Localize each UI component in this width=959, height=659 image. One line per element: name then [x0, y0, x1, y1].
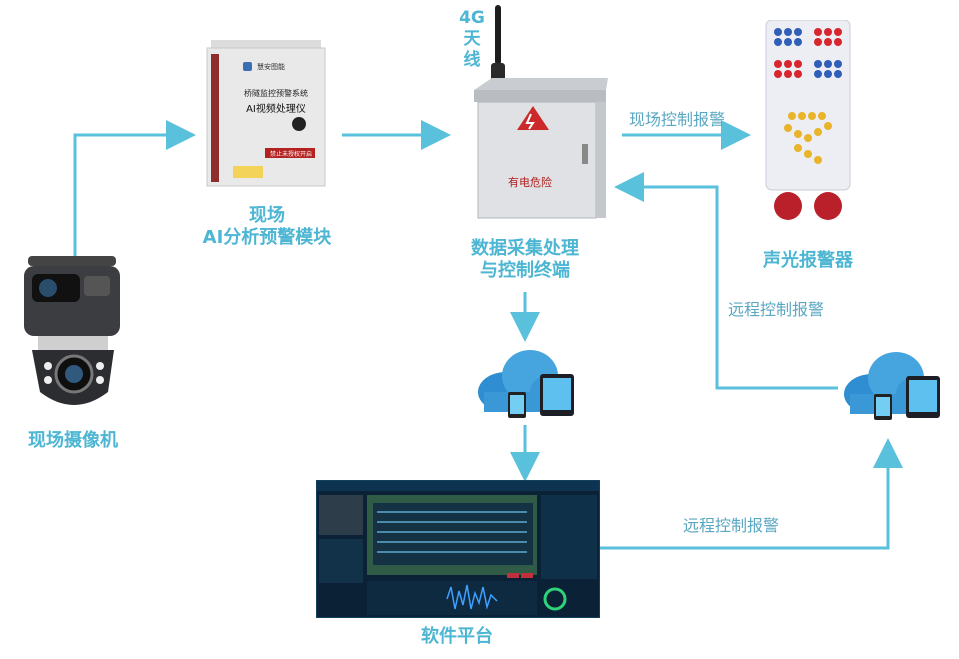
- terminal-cabinet-image: [470, 76, 610, 222]
- ai-device-title: 桥隧监控预警系统: [244, 89, 308, 98]
- camera-image: [18, 252, 130, 420]
- edge-camera-to-ai: [73, 120, 196, 258]
- ai-module-label-line2: AI分析预警模块: [202, 227, 332, 248]
- edge-label-remote-control-2: 远程控制报警: [683, 516, 780, 535]
- ai-device-subtitle: AI视频处理仪: [246, 104, 306, 115]
- ai-device-image: [205, 38, 327, 190]
- terminal-label: 数据采集处理 与控制终端: [450, 238, 600, 282]
- antenna-label-line2: 天: [463, 29, 481, 49]
- antenna-label-line3: 线: [463, 50, 481, 70]
- terminal-warning-text: 有电危险: [508, 176, 552, 189]
- alarm-image: [762, 19, 854, 220]
- antenna-icon: [488, 5, 508, 83]
- cloud-icon-2: [836, 342, 946, 422]
- edge-cloud2-to-terminal: [614, 172, 838, 390]
- antenna-label: 4G 天 线: [452, 8, 492, 71]
- edge-label-onsite-control: 现场控制报警: [629, 110, 726, 129]
- antenna-label-line1: 4G: [459, 8, 485, 28]
- ai-device-badge: 禁止未授权开启: [269, 151, 312, 158]
- ai-device-brand: 慧安图能: [257, 63, 285, 71]
- platform-label: 软件平台: [421, 626, 493, 647]
- edge-label-remote-control-1: 远程控制报警: [728, 300, 825, 319]
- cloud-icon: [470, 340, 580, 420]
- platform-screenshot: [316, 480, 600, 618]
- ai-module-label: 现场 AI分析预警模块: [192, 205, 342, 249]
- alarm-label: 声光报警器: [763, 250, 853, 271]
- camera-label: 现场摄像机: [28, 430, 118, 451]
- terminal-label-line2: 与控制终端: [480, 260, 570, 281]
- edge-platform-to-cloud2: [598, 438, 903, 550]
- ai-module-label-line1: 现场: [249, 205, 285, 226]
- terminal-label-line1: 数据采集处理: [471, 238, 579, 259]
